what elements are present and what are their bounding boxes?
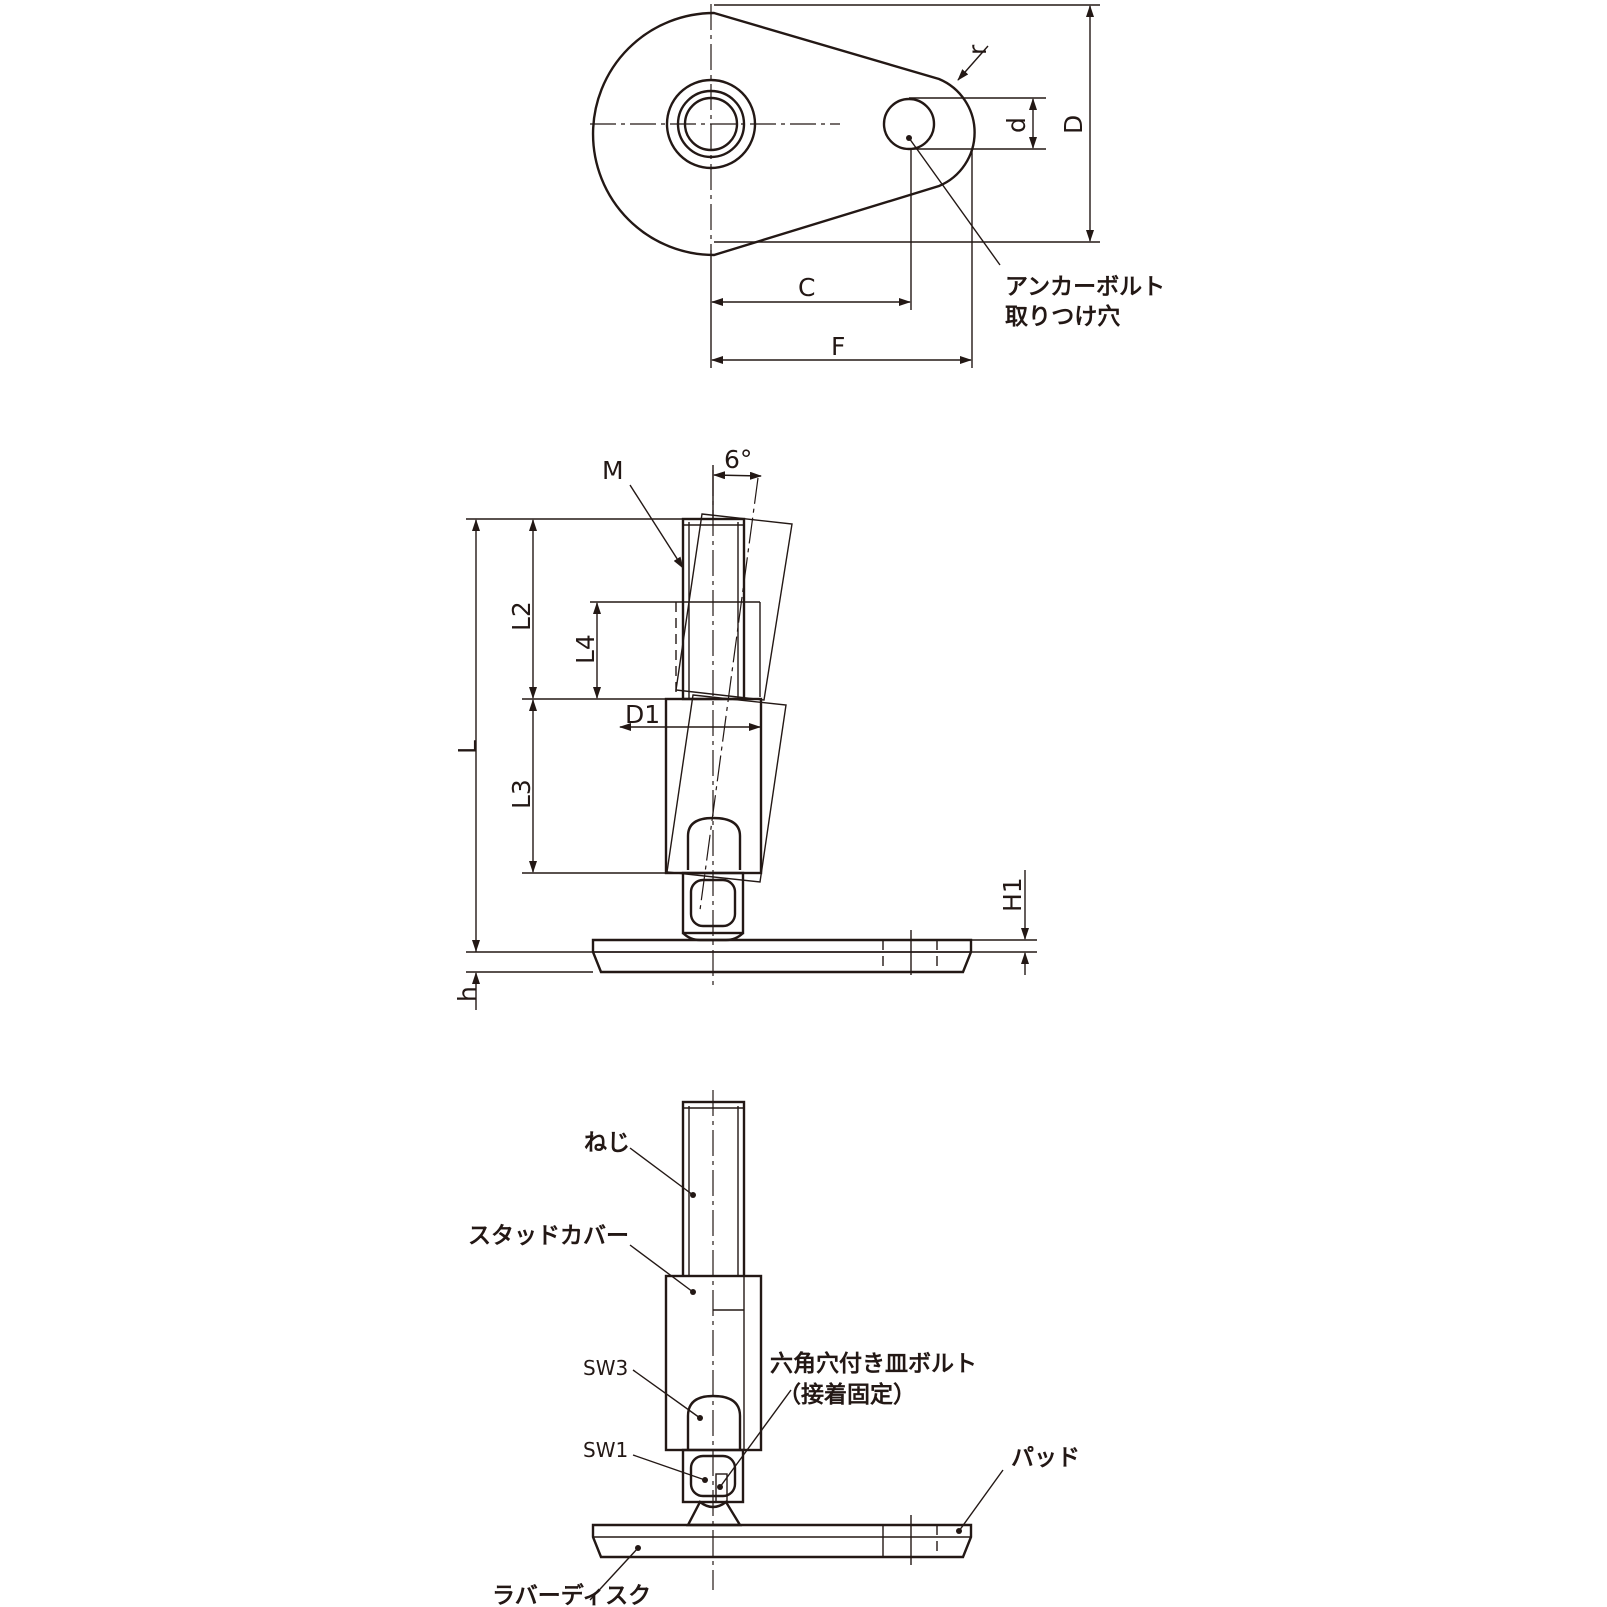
leader-bolt <box>719 1389 792 1488</box>
dim-label-L3: L3 <box>507 779 536 809</box>
label-pad: パッド <box>1011 1445 1080 1471</box>
dim-line-r <box>957 45 989 81</box>
dim-label-H1: H1 <box>998 877 1027 912</box>
bolt-head <box>686 1500 743 1527</box>
parts-view: ねじ スタッドカバー SW3 SW1 六角穴付き皿ボルト （接着固定） パッド … <box>468 1090 1080 1607</box>
tilted-cover-phantom <box>666 694 787 883</box>
dim-label-h: h <box>453 986 482 1002</box>
dim-label-D1: D1 <box>625 700 660 729</box>
dim-label-L2: L2 <box>507 601 536 631</box>
anchor-hole-label-line1: アンカーボルト <box>1005 274 1165 300</box>
label-screw: ねじ <box>584 1130 630 1156</box>
base-plate-side <box>591 938 973 974</box>
dim-line-angle <box>713 471 762 480</box>
leader-sw1 <box>632 1454 706 1481</box>
label-sw1: SW1 <box>583 1438 628 1462</box>
top-view: r d D C F アンカーボルト 取りつけ穴 <box>590 4 1165 368</box>
boss-bore-circle <box>683 96 739 152</box>
leader-M <box>629 484 684 569</box>
leader-cover <box>629 1244 694 1293</box>
side-view: M 6° L L2 L4 L3 D1 H1 h <box>453 445 1037 1010</box>
leader-sw3 <box>632 1369 701 1419</box>
label-rubber-disc: ラバーディスク <box>492 1582 651 1607</box>
dim-label-C: C <box>798 273 815 302</box>
leader-pad <box>958 1469 1004 1532</box>
dim-label-L: L <box>453 740 482 754</box>
leader-anchor-hole <box>908 137 1001 266</box>
dim-label-F: F <box>831 332 845 361</box>
dim-label-M: M <box>602 456 624 485</box>
label-sw3: SW3 <box>583 1356 628 1380</box>
parts-base-plate <box>591 1523 973 1559</box>
dim-label-L4: L4 <box>571 634 600 664</box>
dim-label-d: d <box>1002 117 1031 133</box>
label-bolt-line1: 六角穴付き皿ボルト <box>770 1350 977 1377</box>
tilted-stud-phantom <box>675 513 793 701</box>
anchor-hole <box>882 97 936 151</box>
leader-rubber <box>589 1547 639 1601</box>
boss-inner-circle <box>676 89 746 159</box>
dim-label-angle: 6° <box>724 445 752 474</box>
leader-screw <box>629 1147 694 1196</box>
label-stud-cover: スタッドカバー <box>468 1223 629 1249</box>
boss-outer-circle <box>665 78 757 170</box>
dim-label-D: D <box>1059 115 1088 134</box>
base-plate-outline <box>591 11 976 257</box>
dim-label-r: r <box>963 44 992 55</box>
tilted-axis <box>699 477 759 911</box>
label-bolt-line2: （接着固定） <box>778 1381 916 1408</box>
swivel-upper <box>686 816 742 870</box>
anchor-hole-label-line2: 取りつけ穴 <box>1005 303 1120 330</box>
hex-socket-bolt <box>715 1473 728 1503</box>
